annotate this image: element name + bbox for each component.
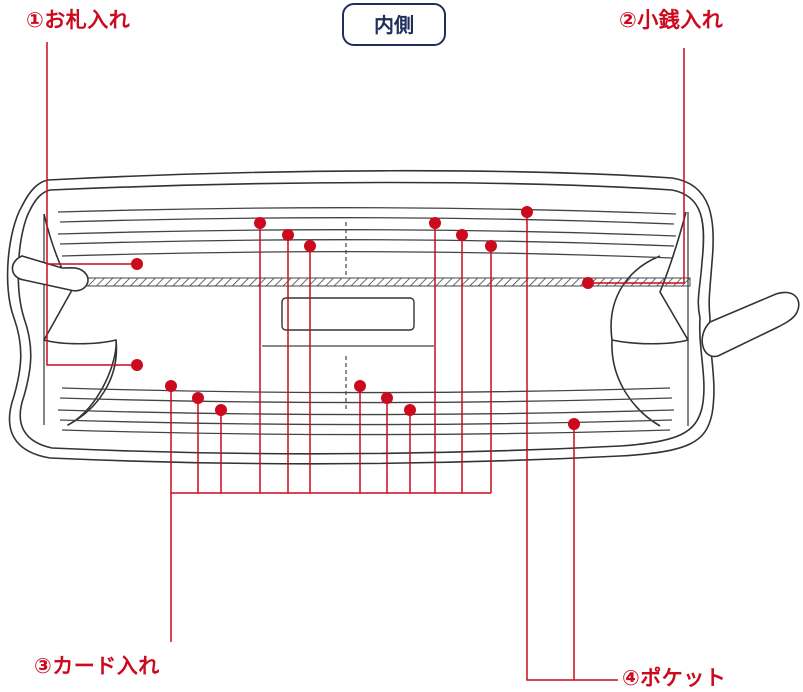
bottom-card-slots [57,387,675,436]
label-card-slots: ③カード入れ [34,654,160,678]
zipper-pull-left [11,255,89,292]
leader-card [170,223,492,642]
dot-card [254,217,266,229]
dot-card [304,240,316,252]
dot-card [165,380,177,392]
leader-lines [46,42,685,681]
label-pocket: ④ポケット [622,666,727,690]
callout-dots [131,206,594,430]
leader-pocket [526,212,618,681]
center-card-window [281,297,415,331]
left-gusset [43,213,118,426]
leader-bill [46,42,137,366]
dot-pocket-lower [568,418,580,430]
leader-coin [588,48,685,284]
dot-card [381,392,393,404]
wallet-outer-outline [6,169,715,465]
dot-card [429,217,441,229]
dot-card [282,229,294,241]
zipper-track [85,277,691,287]
title-text: 内側 [374,12,414,37]
dot-pocket-upper [521,206,533,218]
wallet-body [6,169,715,465]
label-bill-compartment: ①お札入れ [26,8,131,32]
dot-coin [582,277,594,289]
label-coin-purse: ②小銭入れ [619,8,724,32]
dot-bill-upper [131,258,143,270]
zipper-pull-right [701,291,800,358]
dot-card [215,404,227,416]
zipper [11,255,800,358]
title-badge: 内側 [342,3,446,46]
dot-bill-lower [131,359,143,371]
dot-card [192,392,204,404]
dot-card [485,240,497,252]
top-card-slots [57,207,677,259]
dot-card [354,380,366,392]
dot-card [456,229,468,241]
wallet-inner-outline [17,181,705,455]
dot-card [404,404,416,416]
